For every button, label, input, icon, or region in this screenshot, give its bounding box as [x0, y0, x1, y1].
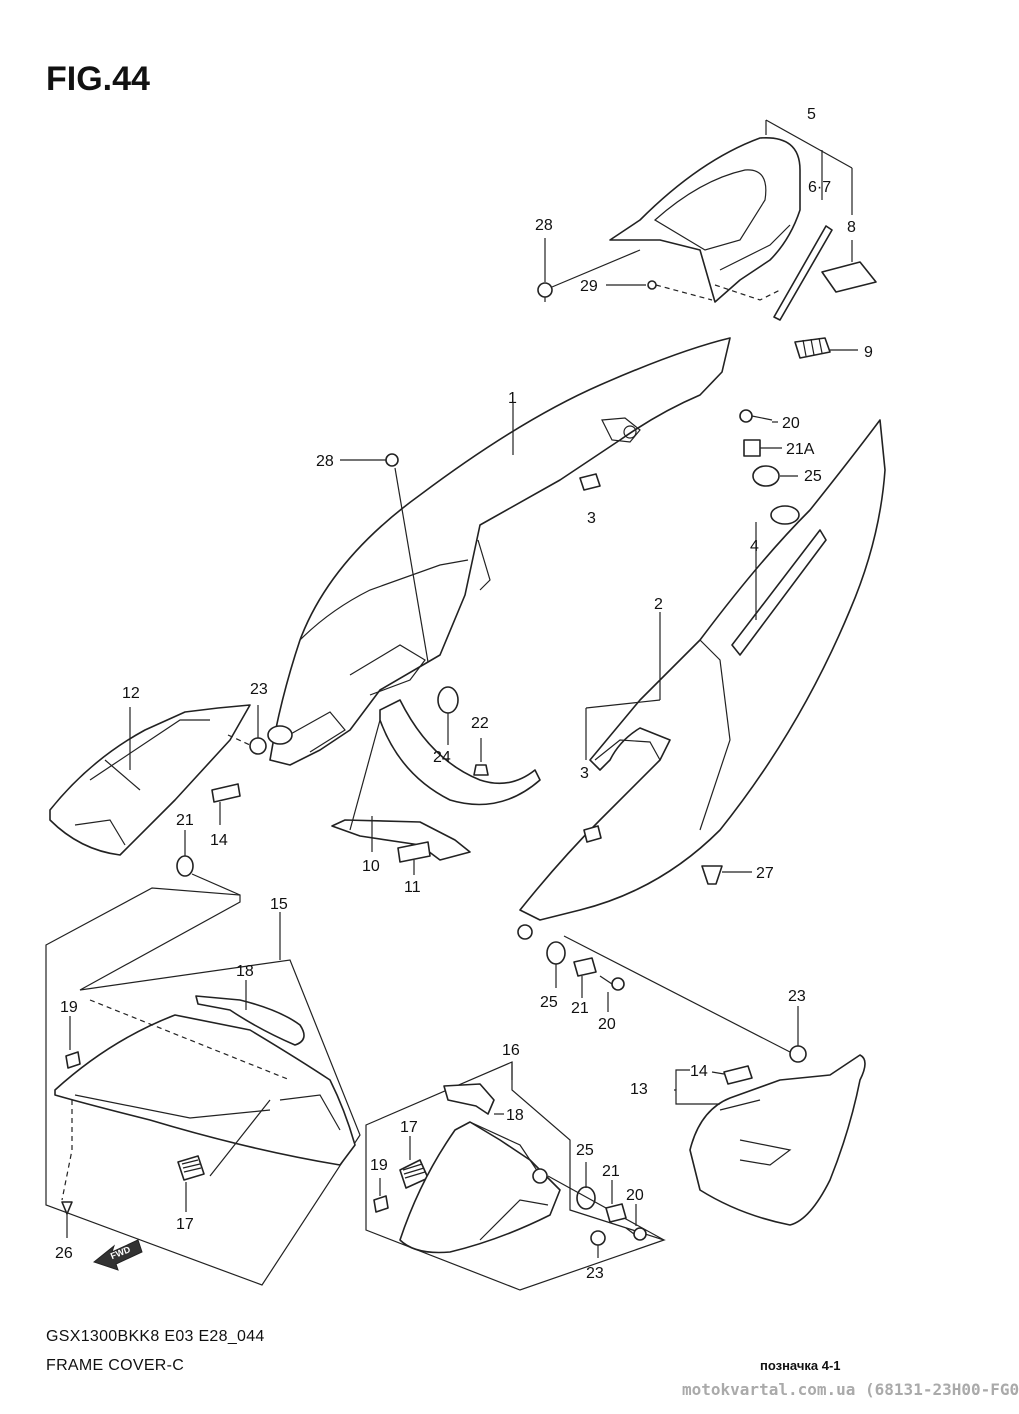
callout-18-left: 18	[236, 963, 254, 980]
callout-17-left: 17	[176, 1216, 194, 1233]
reference-note: позначка 4-1	[760, 1358, 841, 1373]
callout-23-right: 23	[788, 988, 806, 1005]
callout-24: 24	[433, 749, 451, 766]
screw-26[interactable]	[61, 1201, 73, 1215]
callout-26: 26	[55, 1245, 73, 1262]
callout-labels: 5 6·7 8 9 28 29 1 28 3 20 21A 25 4 2 3 2…	[55, 106, 873, 1282]
trim-18-left[interactable]	[195, 995, 305, 1046]
connector-part[interactable]	[794, 337, 831, 359]
seal-strip-part[interactable]	[773, 225, 833, 321]
pad-14-left[interactable]	[211, 783, 241, 803]
callout-29: 29	[580, 278, 598, 295]
fwd-arrow-icon: FWD	[92, 1239, 143, 1271]
screw-29[interactable]	[647, 280, 657, 290]
collar-21-mid[interactable]	[573, 957, 597, 977]
callout-9: 9	[864, 344, 873, 361]
callout-23-left: 23	[250, 681, 268, 698]
pad-14-right[interactable]	[723, 1065, 753, 1085]
callout-20-low: 20	[626, 1187, 644, 1204]
callout-21A: 21A	[786, 441, 815, 458]
callout-15: 15	[270, 896, 288, 913]
callout-25-mid: 25	[540, 994, 558, 1011]
callout-25-top: 25	[804, 468, 822, 485]
callout-21-mid: 21	[571, 1000, 589, 1017]
bolt-20-low[interactable]	[625, 1227, 647, 1241]
grommet-24[interactable]	[437, 686, 459, 714]
right-frame-cover-part[interactable]	[517, 419, 886, 940]
callout-21-low: 21	[602, 1163, 620, 1180]
callout-4: 4	[750, 538, 759, 555]
grommet-21-left[interactable]	[176, 855, 194, 877]
collar-21A[interactable]	[743, 439, 761, 457]
cover-16-part[interactable]	[399, 1121, 561, 1254]
callout-19-left: 19	[60, 999, 78, 1016]
grommet-25-low[interactable]	[576, 1186, 596, 1210]
diagram-name: FRAME COVER-C	[46, 1357, 185, 1374]
bracket-10-part[interactable]	[331, 699, 541, 861]
callout-20-top: 20	[782, 415, 800, 432]
clip-3a[interactable]	[579, 473, 601, 491]
source-watermark[interactable]: motokvartal.com.ua (68131-23H00-FG0	[682, 1380, 1019, 1399]
callout-6-7: 6·7	[808, 179, 831, 196]
callout-2: 2	[654, 596, 663, 613]
trim-18-right[interactable]	[443, 1083, 495, 1115]
clip-3b[interactable]	[583, 825, 602, 843]
kit-box-15	[45, 887, 361, 1286]
screw-22[interactable]	[473, 764, 489, 776]
grommet-25-mid[interactable]	[546, 941, 566, 965]
pad-11[interactable]	[397, 841, 431, 863]
label-17-left[interactable]	[177, 1155, 205, 1181]
clip-19-right[interactable]	[373, 1195, 389, 1213]
bolt-20-top[interactable]	[739, 409, 773, 423]
callout-3a: 3	[587, 510, 596, 527]
grommet-23-left[interactable]	[249, 737, 267, 755]
callout-1: 1	[508, 390, 517, 407]
callout-22: 22	[471, 715, 489, 732]
callout-8: 8	[847, 219, 856, 236]
callout-3b: 3	[580, 765, 589, 782]
cushion-27[interactable]	[701, 865, 723, 885]
callout-19-right: 19	[370, 1157, 388, 1174]
pad-part[interactable]	[821, 261, 877, 293]
grommet-25-top[interactable]	[752, 465, 780, 487]
callout-21-left: 21	[176, 812, 194, 829]
panel-12-part[interactable]	[49, 704, 251, 856]
callout-20-mid: 20	[598, 1016, 616, 1033]
callout-14-right: 14	[690, 1063, 708, 1080]
callout-25-low: 25	[576, 1142, 594, 1159]
callout-18-right: 18	[506, 1107, 524, 1124]
cover-15-part[interactable]	[54, 999, 356, 1201]
model-code: GSX1300BKK8 E03 E28_044	[46, 1328, 265, 1345]
panel-13-part[interactable]	[689, 1054, 866, 1226]
callout-27: 27	[756, 865, 774, 882]
left-frame-cover-part[interactable]	[267, 337, 731, 766]
grommet-23-right[interactable]	[789, 1045, 807, 1063]
grommet-23-low[interactable]	[590, 1230, 606, 1246]
screw-28-mid[interactable]	[385, 453, 399, 467]
callout-10: 10	[362, 858, 380, 875]
bolt-20-mid[interactable]	[599, 975, 625, 991]
callout-23-low: 23	[586, 1265, 604, 1282]
callout-16: 16	[502, 1042, 520, 1059]
figure-title: FIG.44	[46, 60, 150, 98]
callout-28-mid: 28	[316, 453, 334, 470]
clip-19-left[interactable]	[65, 1051, 81, 1069]
screw-28-top[interactable]	[537, 282, 553, 302]
callout-13: 13	[630, 1081, 648, 1098]
tail-cowl-part[interactable]	[609, 137, 801, 303]
collar-21-low[interactable]	[605, 1203, 627, 1223]
callout-11: 11	[404, 879, 421, 896]
callout-5: 5	[807, 106, 816, 123]
callout-17-right: 17	[400, 1119, 418, 1136]
callout-12: 12	[122, 685, 140, 702]
callout-28-top: 28	[535, 217, 553, 234]
callout-14-left: 14	[210, 832, 228, 849]
